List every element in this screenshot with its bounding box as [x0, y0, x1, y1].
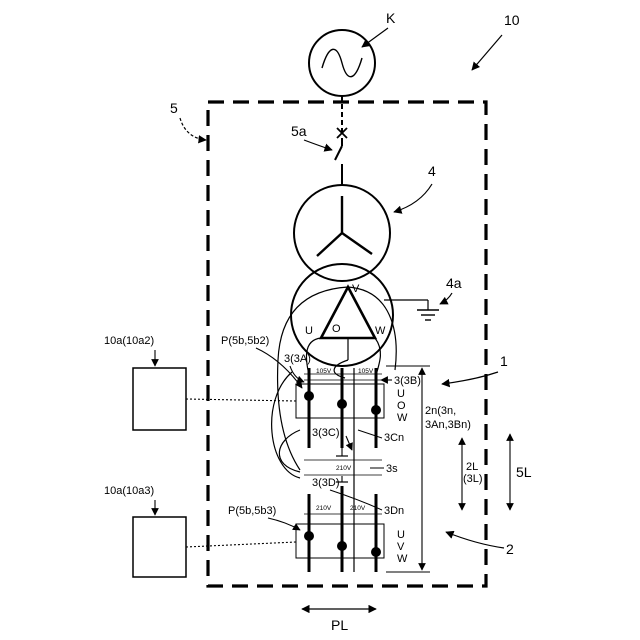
dimension-2l-label-line1: 2L — [466, 461, 478, 473]
transformer-label: 4 — [428, 163, 436, 179]
dimension-2n-label-line1: 2n(3n, — [425, 405, 456, 417]
transformer-symbol — [291, 185, 393, 366]
busbar-3dn-label: 3Dn — [384, 505, 404, 517]
load-a3-connection — [186, 542, 296, 547]
terminal-dot — [337, 399, 347, 409]
voltage-105v-a: 105V — [316, 368, 332, 375]
lower-terminal-2: V — [397, 541, 405, 553]
upper-terminal-3: W — [397, 412, 408, 424]
busbar-3s-label: 3s — [386, 463, 398, 475]
load-box-10a3 — [133, 517, 186, 577]
load-a3-label: 10a(10a3) — [104, 485, 154, 497]
terminal-dot — [337, 541, 347, 551]
line-2-label: 2 — [506, 541, 514, 557]
generator-symbol — [309, 30, 375, 96]
load-a2-connection — [186, 399, 296, 401]
dimension-2n-label-line2: 3An,3Bn) — [425, 419, 471, 431]
delta-icon — [321, 287, 375, 338]
sine-wave-icon — [322, 49, 362, 76]
upper-terminal-1: U — [397, 388, 405, 400]
upper-terminal-2: O — [397, 400, 406, 412]
generator-leader — [362, 28, 388, 47]
ground-leader — [440, 293, 452, 304]
lower-terminal-3: W — [397, 553, 408, 565]
voltage-210v-b: 210V — [350, 505, 366, 512]
breaker-label: 5a — [291, 123, 307, 139]
transformer-leader — [394, 184, 432, 212]
plug-top-label: P(5b,5b2) — [221, 335, 269, 347]
plug-bottom-label: P(5b,5b3) — [228, 505, 276, 517]
load-box-10a2 — [133, 368, 186, 430]
generator-label: K — [386, 10, 396, 26]
dimension-pl-label: PL — [331, 617, 348, 633]
busbar-lower — [309, 486, 376, 572]
busbar-3b-label: 3(3B) — [394, 375, 421, 387]
breaker-leader — [304, 140, 332, 150]
line-1-label: 1 — [500, 353, 508, 369]
busbar-3d-label: 3(3D) — [312, 477, 340, 489]
dimension-5l-label: 5L — [516, 464, 532, 480]
system-label: 10 — [504, 12, 520, 28]
voltage-105v-b: 105V — [358, 368, 374, 375]
phase-w-label: W — [375, 325, 386, 337]
line-1-leader — [442, 372, 498, 384]
terminal-dot — [371, 547, 381, 557]
busbar-3c-label: 3(3C) — [312, 427, 340, 439]
phase-u-label: U — [305, 325, 313, 337]
voltage-210v-a: 210V — [316, 505, 332, 512]
system-leader — [472, 35, 502, 70]
enclosure-leader — [180, 118, 206, 140]
terminal-dot — [304, 391, 314, 401]
busbar-3cn-label: 3Cn — [384, 432, 404, 444]
voltage-210v-mid: 210V — [336, 465, 352, 472]
enclosure-label: 5 — [170, 100, 178, 116]
lower-terminal-1: U — [397, 529, 405, 541]
neutral-o-label: O — [332, 323, 341, 335]
terminal-dot — [371, 405, 381, 415]
line-2-leader — [446, 532, 504, 548]
plug-bottom-leader — [268, 518, 300, 530]
terminal-dot — [304, 531, 314, 541]
ground-label: 4a — [446, 275, 462, 291]
busbar-3a-label: 3(3A) — [284, 353, 311, 365]
dimension-2l-label-line2: (3L) — [463, 473, 483, 485]
load-a2-label: 10a(10a2) — [104, 335, 154, 347]
breaker-switch-blade — [335, 146, 342, 160]
